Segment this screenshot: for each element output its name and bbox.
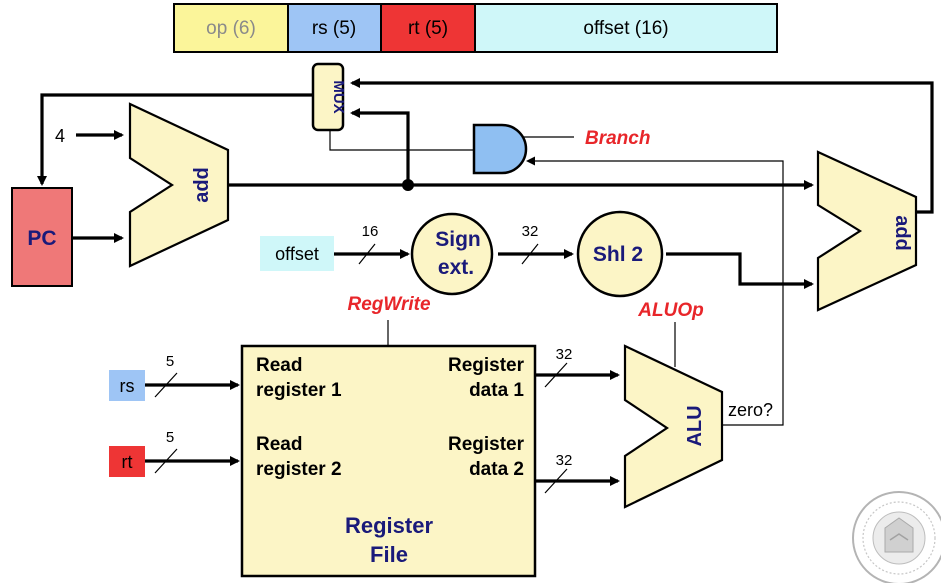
university-seal bbox=[852, 491, 941, 583]
field-rt-label: rt (5) bbox=[408, 18, 448, 39]
pc-register: PC bbox=[11, 187, 73, 287]
field-offset-label: offset (16) bbox=[583, 18, 668, 39]
read-register-2-l1: Read bbox=[256, 434, 302, 455]
mux: MUX bbox=[311, 62, 347, 132]
adder-right-label: add bbox=[891, 215, 913, 251]
width-sign-out: 32 bbox=[522, 223, 539, 240]
register-file: Read register 1 Read register 2 Register… bbox=[240, 344, 537, 578]
aluop-signal: ALUOp bbox=[637, 300, 703, 321]
constant-four: 4 bbox=[55, 126, 65, 146]
register-file-title-l2: File bbox=[370, 542, 408, 567]
register-data-2-l2: data 2 bbox=[469, 459, 524, 480]
width-offset-in: 16 bbox=[362, 223, 379, 240]
register-data-1-l2: data 1 bbox=[469, 380, 524, 401]
field-op bbox=[173, 3, 289, 53]
zero-output: zero? bbox=[728, 400, 773, 420]
read-register-1-l1: Read bbox=[256, 355, 302, 376]
alu: ALU bbox=[623, 344, 724, 509]
instruction-format: op (6) rs (5) rt (5) offset (16) bbox=[173, 3, 778, 53]
width-data2: 32 bbox=[556, 452, 573, 469]
branch-signal: Branch bbox=[585, 128, 650, 149]
wires bbox=[37, 78, 934, 494]
shift-left-2-unit: Shl 2 bbox=[576, 210, 664, 298]
rt-input-label: rt bbox=[122, 452, 133, 472]
field-op-label: op (6) bbox=[206, 18, 256, 39]
rt-input: rt bbox=[109, 446, 145, 477]
and-gate bbox=[472, 123, 528, 175]
field-rt bbox=[380, 3, 476, 53]
register-data-1-l1: Register bbox=[448, 355, 525, 376]
read-register-1-l2: register 1 bbox=[256, 380, 342, 401]
field-offset bbox=[474, 3, 778, 53]
field-rs bbox=[287, 3, 382, 53]
register-data-2-l1: Register bbox=[448, 434, 525, 455]
adder-top: add bbox=[128, 102, 230, 268]
sign-ext-line2: ext. bbox=[438, 256, 474, 279]
regwrite-signal: RegWrite bbox=[347, 294, 430, 315]
offset-input-label: offset bbox=[275, 244, 319, 264]
width-rs-in: 5 bbox=[166, 353, 174, 370]
field-rs-label: rs (5) bbox=[312, 18, 356, 39]
read-register-2-l2: register 2 bbox=[256, 459, 342, 480]
junction-dot bbox=[402, 179, 414, 191]
width-rt-in: 5 bbox=[166, 429, 174, 446]
sign-extend-unit: Sign ext. bbox=[410, 212, 494, 296]
offset-input: offset bbox=[260, 236, 334, 271]
rs-input: rs bbox=[109, 370, 145, 401]
rs-input-label: rs bbox=[120, 376, 135, 396]
sign-ext-line1: Sign bbox=[435, 228, 481, 251]
adder-top-label: add bbox=[191, 167, 213, 203]
shl2-label: Shl 2 bbox=[593, 243, 643, 266]
width-data1: 32 bbox=[556, 346, 573, 363]
register-file-title-l1: Register bbox=[345, 513, 433, 538]
alu-label: ALU bbox=[684, 405, 706, 446]
mux-label: MUX bbox=[330, 80, 347, 113]
pc-label: PC bbox=[27, 227, 56, 250]
adder-right: add bbox=[816, 150, 918, 312]
